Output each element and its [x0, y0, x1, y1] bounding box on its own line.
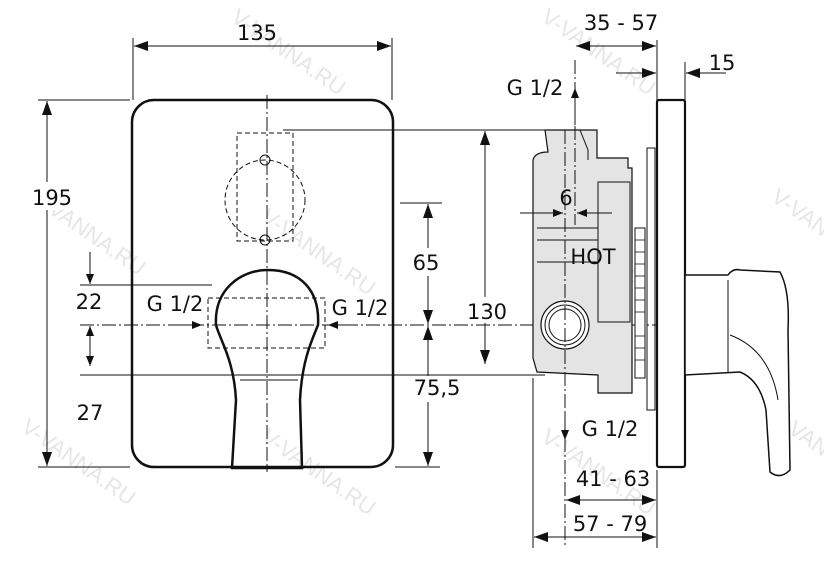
watermark: V-VANNA.RU: [257, 424, 380, 521]
upper-offset-label: 65: [413, 251, 440, 275]
total-offset-label: 130: [467, 300, 507, 324]
depth-range-bottom-label: 57 - 79: [573, 512, 647, 536]
dim-27-label: 27: [77, 401, 104, 425]
plate-thickness-label: 15: [709, 51, 736, 75]
depth-range-mid-label: 41 - 63: [576, 467, 650, 491]
width-label: 135: [237, 21, 277, 45]
watermark: V-VANNA.RU: [257, 204, 380, 301]
depth-range-top-label: 35 - 57: [584, 11, 658, 35]
watermark: V-VANNA.RU: [767, 184, 824, 281]
wall-plate: [655, 98, 687, 469]
watermark: V-VANNA.RU: [227, 4, 350, 101]
threaded-ring: [634, 227, 646, 379]
side-lever: [684, 268, 791, 477]
front-view: 135 195 22 27 G 1/2 G 1/2 65 75,5 130: [25, 21, 730, 472]
outlet-bottom-label: G 1/2: [582, 417, 639, 441]
offset-label: 6: [559, 186, 572, 210]
hot-label: HOT: [570, 245, 615, 269]
outlet-top-label: G 1/2: [507, 76, 564, 100]
height-label: 195: [32, 186, 72, 210]
mixer-lever: [207, 268, 326, 470]
inlet-right-label: G 1/2: [332, 296, 389, 320]
inlet-left-label: G 1/2: [147, 292, 204, 316]
lower-offset-label: 75,5: [414, 376, 461, 400]
side-view: G 1/2 35 - 57 15 6 HOT G 1/2 41 - 63 57 …: [507, 11, 791, 548]
dim-22-label: 22: [76, 290, 103, 314]
watermark: V-VANNA.RU: [17, 414, 140, 511]
hidden-diverter-knob: [224, 132, 306, 246]
